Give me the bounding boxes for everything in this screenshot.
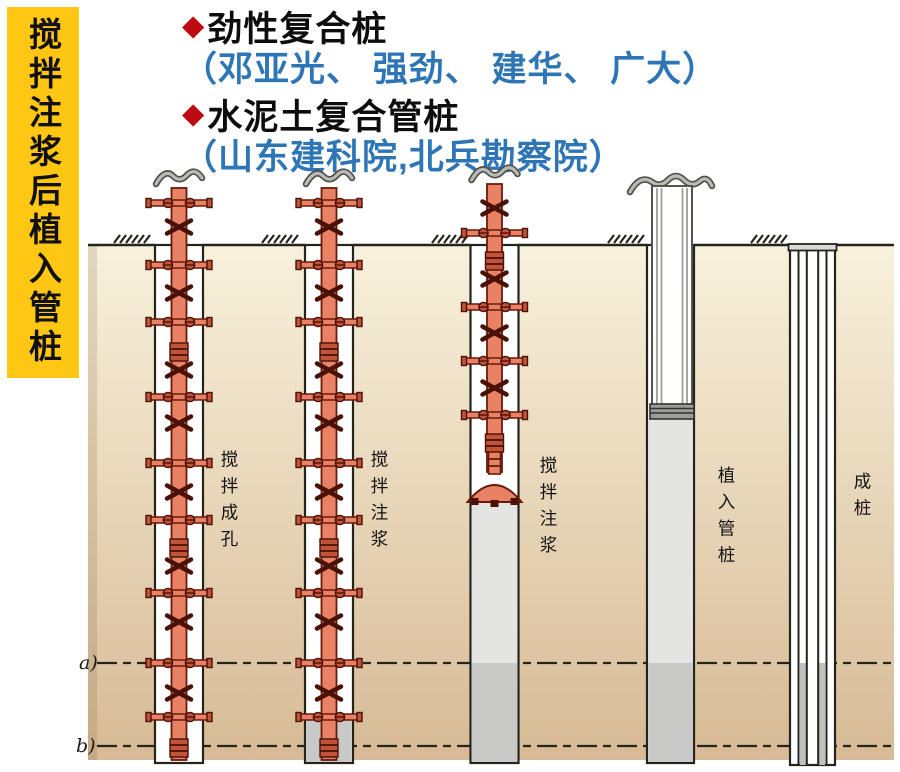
stage-label-4: 植入管桩: [715, 466, 735, 572]
stage-label-2: 搅拌注浆: [368, 450, 388, 556]
subtitle-text-2: （山东建科院,北兵勘察院）: [182, 138, 625, 177]
title-text-1: 劲性复合桩: [207, 9, 388, 49]
ground-surface: [88, 233, 894, 247]
process-banner-text: 搅拌注浆后植入管桩: [23, 17, 63, 368]
depth-marker-b: b): [76, 735, 96, 757]
diamond-icon: ◆: [182, 9, 205, 42]
stage-label-1: 搅拌成孔: [218, 450, 238, 556]
stage-label-3: 搅拌注浆: [537, 456, 557, 562]
stage1-drill-graphic: [146, 172, 212, 765]
pipe-pile: [626, 172, 716, 420]
stage3-drill-graphic: [462, 168, 528, 765]
stage2-drill-graphic: [296, 172, 362, 765]
title-line-2: ◆ 水泥土复合管桩: [182, 92, 718, 137]
subtitle-text-1: （邓亚光、 强劲、 建华、 广大）: [182, 50, 719, 89]
process-banner: 搅拌注浆后植入管桩: [7, 7, 79, 378]
depth-marker-a: a): [79, 652, 98, 674]
title-text-2: 水泥土复合管桩: [207, 97, 460, 137]
stage4-pile-insert-graphic: [626, 172, 716, 765]
diamond-icon: ◆: [182, 97, 205, 130]
stage5-finished-pile-graphic: [787, 243, 838, 767]
depth-lines: [97, 661, 893, 748]
title-line-1: ◆ 劲性复合桩: [182, 4, 718, 49]
header-titles: ◆ 劲性复合桩 （邓亚光、 强劲、 建华、 广大） ◆ 水泥土复合管桩 （山东建…: [182, 4, 718, 180]
stage-label-5: 成桩: [851, 472, 871, 525]
